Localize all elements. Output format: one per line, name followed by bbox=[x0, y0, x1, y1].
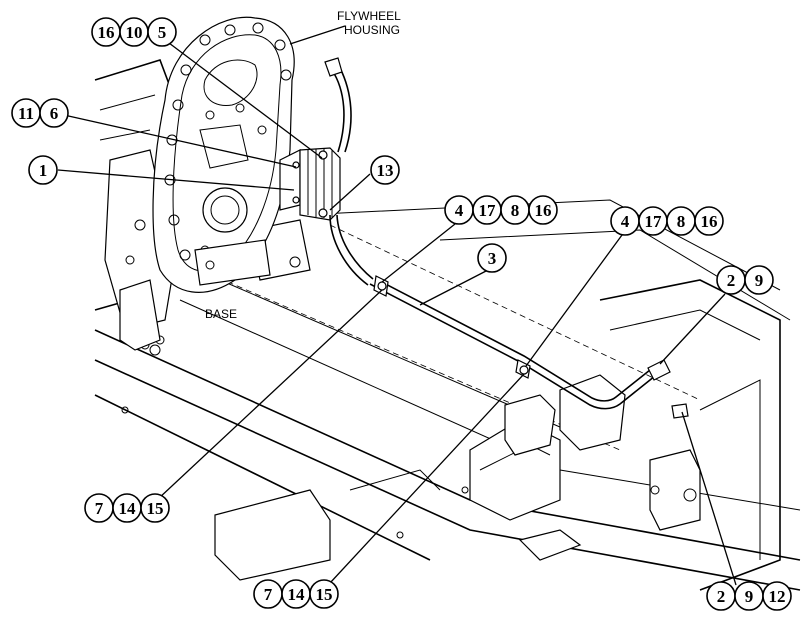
callout-number: 1 bbox=[39, 161, 48, 180]
callout-number: 17 bbox=[645, 212, 663, 231]
callout-bubble bbox=[39, 98, 69, 128]
tubes bbox=[324, 57, 689, 419]
callout-number: 10 bbox=[126, 23, 143, 42]
callout-number: 12 bbox=[769, 587, 786, 606]
callout-number: 4 bbox=[621, 212, 630, 231]
callout-number: 8 bbox=[511, 201, 520, 220]
callout-number: 15 bbox=[316, 585, 333, 604]
callout-bubble bbox=[28, 155, 58, 185]
callout-number: 8 bbox=[677, 212, 686, 231]
callout-group-boot: 13 bbox=[370, 155, 400, 185]
callout-bubble bbox=[477, 243, 507, 273]
callout-bubble bbox=[528, 195, 558, 225]
callout-group-clamp-b-top: 4 17 8 16 bbox=[610, 206, 724, 236]
callout-number: 13 bbox=[377, 161, 394, 180]
callout-bubble bbox=[762, 581, 792, 611]
callout-group-tube: 3 bbox=[477, 243, 507, 273]
callout-bubble bbox=[309, 579, 339, 609]
callout-number: 6 bbox=[50, 104, 59, 123]
callout-number: 5 bbox=[158, 23, 167, 42]
callout-bubble bbox=[744, 265, 774, 295]
callout-number: 2 bbox=[717, 587, 726, 606]
leader-lines bbox=[57, 25, 737, 586]
callout-bubble bbox=[370, 155, 400, 185]
callout-group-left-upper: 11 6 bbox=[11, 98, 69, 128]
callout-number: 15 bbox=[147, 499, 164, 518]
flywheel-housing-label-line2: HOUSING bbox=[344, 23, 400, 37]
callout-number: 14 bbox=[119, 499, 137, 518]
callout-number: 2 bbox=[727, 271, 736, 290]
base-label: BASE bbox=[205, 307, 237, 321]
callout-group-left-mid: 1 bbox=[28, 155, 58, 185]
callout-bubble bbox=[140, 493, 170, 523]
callout-group-top-left: 16 10 5 bbox=[91, 17, 177, 47]
callout-group-clamp-a-top: 4 17 8 16 bbox=[444, 195, 558, 225]
callout-bubble bbox=[147, 17, 177, 47]
flywheel-housing-label-line1: FLYWHEEL bbox=[337, 9, 401, 23]
callout-number: 16 bbox=[535, 201, 552, 220]
callout-number: 9 bbox=[745, 587, 754, 606]
callout-number: 3 bbox=[488, 249, 497, 268]
callout-group-elbow-right: 2 9 bbox=[716, 265, 774, 295]
callout-number: 17 bbox=[479, 201, 497, 220]
callout-number: 11 bbox=[18, 104, 34, 123]
callout-number: 14 bbox=[288, 585, 306, 604]
callout-number: 7 bbox=[95, 499, 104, 518]
callout-number: 9 bbox=[755, 271, 764, 290]
callout-bubble bbox=[694, 206, 724, 236]
callout-number: 16 bbox=[701, 212, 718, 231]
callout-group-clamp-b-bottom: 7 14 15 bbox=[253, 579, 339, 609]
base-frame bbox=[94, 199, 801, 591]
callout-group-fitting-bottom: 2 9 12 bbox=[706, 581, 792, 611]
flywheel-housing bbox=[152, 16, 295, 293]
callout-number: 16 bbox=[98, 23, 115, 42]
callout-group-clamp-a-bottom: 7 14 15 bbox=[84, 493, 170, 523]
callout-number: 7 bbox=[264, 585, 273, 604]
callout-number: 4 bbox=[455, 201, 464, 220]
